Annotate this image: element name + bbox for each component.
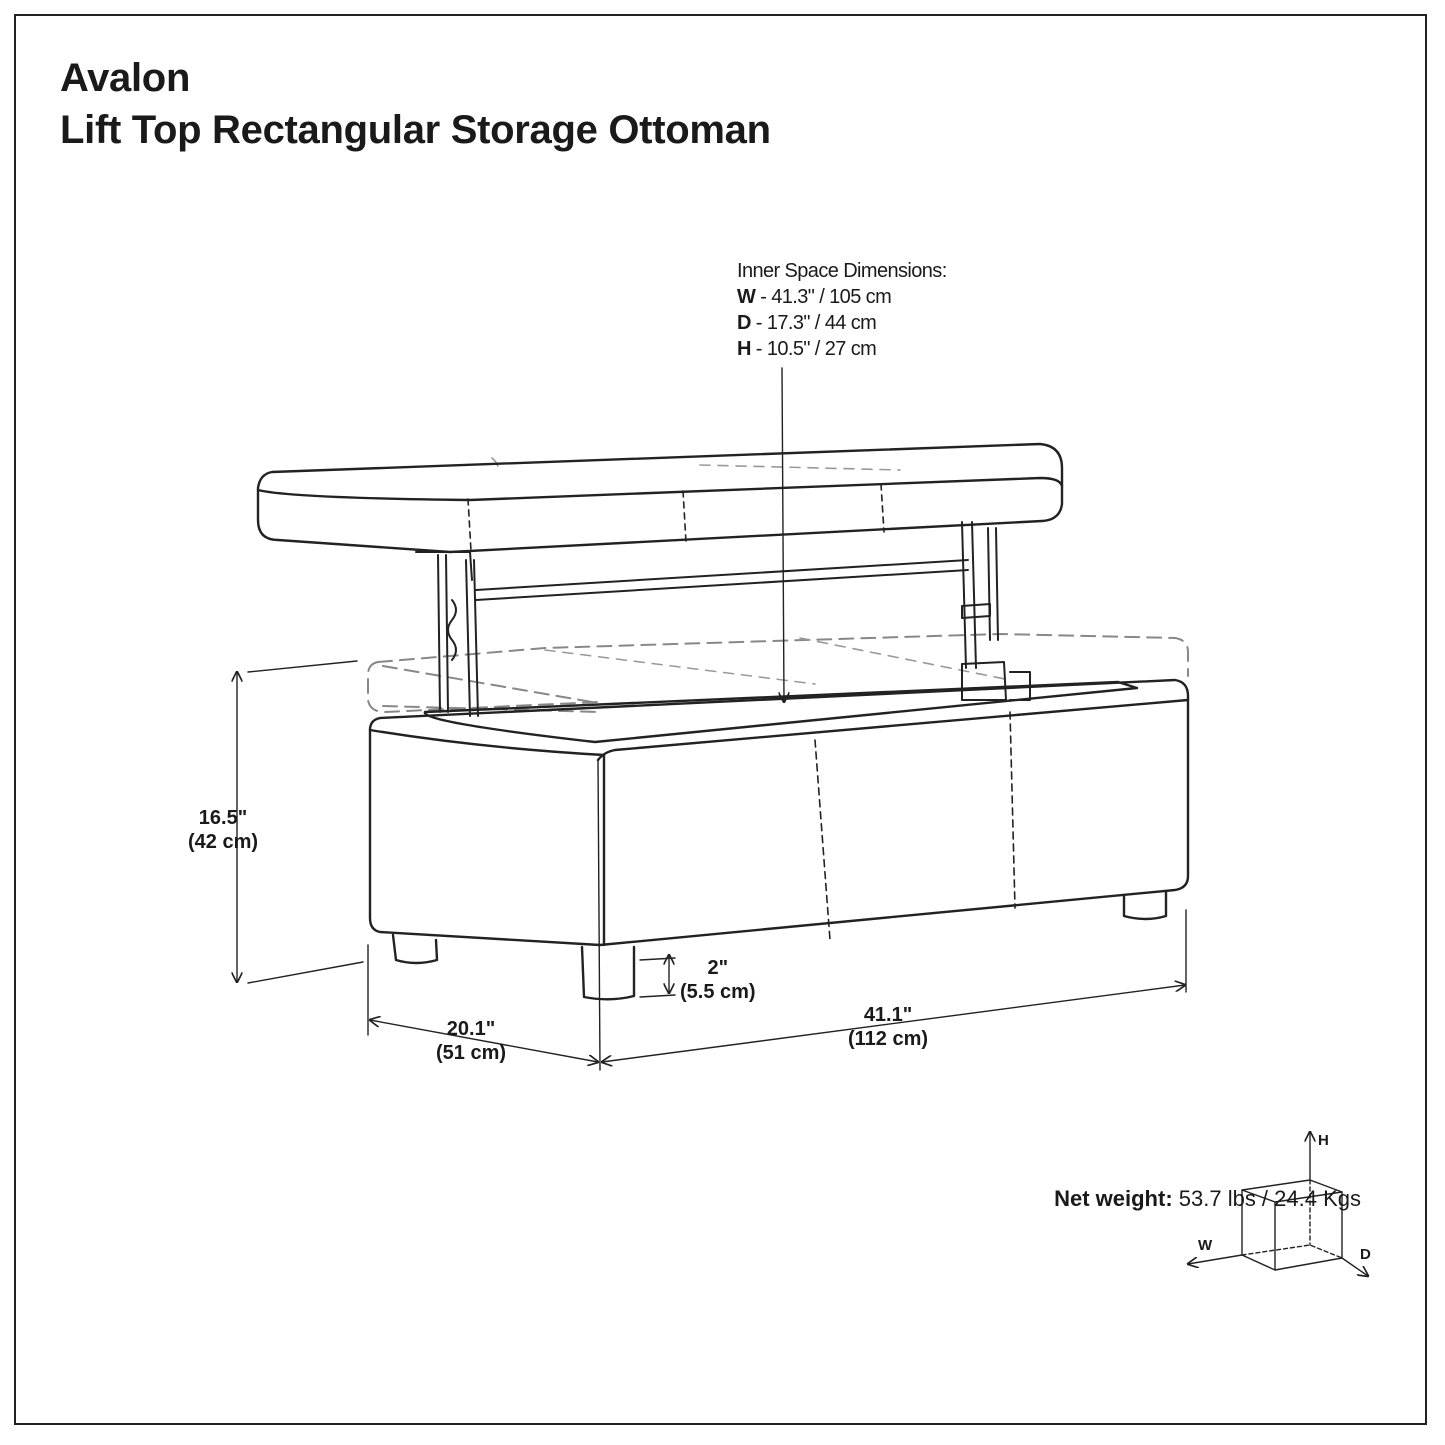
axis-w-label: W <box>1198 1237 1213 1254</box>
inner-space-dimensions: Inner Space Dimensions: W - 41.3" / 105 … <box>737 258 947 362</box>
dimension-lines <box>237 367 1186 1071</box>
inner-space-heading: Inner Space Dimensions: <box>737 260 947 282</box>
width-metric: (112 cm) <box>848 1028 929 1050</box>
axis-d-label: D <box>1360 1246 1371 1263</box>
product-title: Avalon Lift Top Rectangular Storage Otto… <box>60 52 771 156</box>
inner-height-key: H <box>737 338 751 360</box>
inner-height-row: H - 10.5" / 27 cm <box>737 336 947 362</box>
height-imperial: 16.5" <box>198 807 248 829</box>
depth-imperial: 20.1" <box>446 1018 496 1040</box>
axis-h-label: H <box>1318 1132 1329 1149</box>
inner-depth-key: D <box>737 312 751 334</box>
width-dimension-label: 41.1" (112 cm) <box>848 1003 928 1051</box>
leg-dimension-label: 2" (5.5 cm) <box>680 956 756 1004</box>
depth-metric: (51 cm) <box>436 1042 507 1064</box>
lift-mechanism-left <box>415 551 479 717</box>
closed-lid-outline <box>367 633 1189 713</box>
depth-dimension-label: 20.1" (51 cm) <box>436 1017 506 1065</box>
axis-cube-icon <box>1188 1132 1368 1276</box>
product-type: Lift Top Rectangular Storage Ottoman <box>60 108 771 152</box>
lift-crossbar <box>475 559 969 601</box>
net-weight-value: 53.7 lbs / 24.4 Kgs <box>1172 1186 1361 1211</box>
inner-seams <box>491 457 1011 685</box>
width-imperial: 41.1" <box>863 1004 913 1026</box>
leg-metric: (5.5 cm) <box>680 981 756 1003</box>
leg-imperial: 2" <box>707 957 729 979</box>
net-weight-label: Net weight: <box>1054 1186 1173 1211</box>
inner-width-value: - 41.3" / 105 cm <box>755 286 892 308</box>
ottoman-legs <box>391 890 1168 1001</box>
inner-width-row: W - 41.3" / 105 cm <box>737 284 947 310</box>
height-dimension-label: 16.5" (42 cm) <box>188 806 258 854</box>
inner-depth-value: - 17.3" / 44 cm <box>750 312 877 334</box>
net-weight: Net weight: 53.7 lbs / 24.4 Kgs <box>1054 1186 1361 1212</box>
product-name: Avalon <box>60 56 191 100</box>
inner-height-value: - 10.5" / 27 cm <box>750 338 877 360</box>
ottoman-base <box>368 678 1190 947</box>
inner-width-key: W <box>737 286 756 308</box>
lift-mechanism-right <box>961 521 1031 701</box>
drawing-frame <box>14 14 1427 1425</box>
inner-depth-row: D - 17.3" / 44 cm <box>737 310 947 336</box>
lifted-lid <box>256 442 1064 554</box>
height-metric: (42 cm) <box>188 831 259 853</box>
